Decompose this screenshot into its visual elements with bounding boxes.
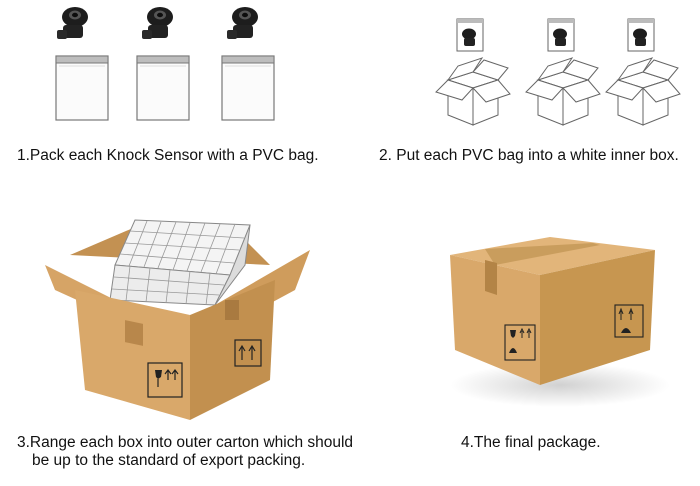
inner-box-icon [605, 57, 681, 126]
knock-sensor-icon [227, 7, 258, 39]
pvc-bag-icon [55, 55, 109, 121]
pvc-bag-icon [136, 55, 190, 121]
step3-illustration [45, 219, 310, 420]
step1-illustration [55, 7, 275, 121]
step1-panel [40, 0, 300, 130]
knock-sensor-icon [57, 7, 88, 39]
this-way-up-icon [234, 339, 262, 367]
carton-icon [450, 237, 655, 385]
step3-panel [40, 205, 320, 420]
step2-caption: 2. Put each PVC bag into a white inner b… [379, 147, 679, 164]
step4-illustration [450, 237, 670, 407]
pvc-bag-icon [221, 55, 275, 121]
knock-sensor-icon [142, 7, 173, 39]
inner-box-icon [525, 57, 601, 126]
step3-caption-line1: 3.Range each box into outer carton which… [17, 434, 354, 451]
inner-box-icon [435, 57, 511, 126]
inner-box-stack [109, 219, 251, 306]
pvc-bag-icon [627, 18, 655, 52]
step2-panel [430, 14, 681, 126]
step4-panel [445, 225, 670, 415]
this-way-up-icon [614, 304, 644, 338]
step1-caption: 1.Pack each Knock Sensor with a PVC bag. [17, 147, 319, 164]
step3-caption-line2: be up to the standard of export packing. [32, 452, 306, 469]
pvc-bag-icon [547, 18, 575, 52]
step4-caption: 4.The final package. [461, 434, 601, 451]
fragile-symbol-icon [504, 324, 536, 361]
fragile-symbol-icon [147, 362, 183, 398]
step2-illustration [435, 18, 681, 126]
pvc-bag-icon [456, 18, 484, 52]
